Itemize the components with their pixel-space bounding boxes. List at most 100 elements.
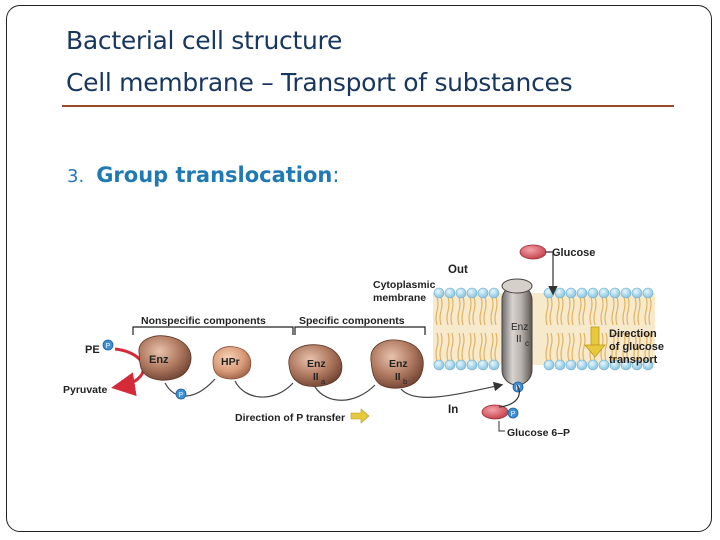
lipid-head (598, 359, 610, 371)
lipid-tail (560, 332, 564, 362)
lipid-head (543, 359, 555, 371)
direction-glucose-line1: Direction (609, 328, 657, 340)
lipid-tail (439, 332, 443, 362)
glucose-direction-arrow (584, 326, 606, 358)
lipid-tail (604, 332, 608, 362)
release-arrow (498, 384, 520, 408)
cytoplasmic-label: Cytoplasmic (373, 279, 436, 291)
lipid-tail (578, 296, 582, 326)
lipid-head (466, 287, 478, 299)
lipid-head (466, 359, 478, 371)
nonspecific-label: Nonspecific components (141, 315, 266, 327)
lipid-tail (637, 332, 641, 362)
enzyme-iia: Enz II a (288, 344, 343, 387)
enz-iia-label: Enz (307, 358, 326, 370)
cell-membrane (433, 287, 655, 371)
glucose-6-phosphate: P (481, 404, 519, 420)
lipid-tail (472, 332, 476, 362)
lipid-tail (450, 296, 454, 326)
lipid-tail (450, 332, 454, 362)
out-label: Out (448, 264, 468, 276)
lipid-head (565, 287, 577, 299)
lipid-tail (457, 296, 461, 326)
pe-phosphate: P (102, 339, 114, 351)
lipid-head (587, 359, 599, 371)
lipid-tail (571, 332, 575, 362)
lipid-tail (622, 332, 626, 362)
lipid-tail (615, 296, 619, 326)
direction-glucose-line2: of glucose (609, 341, 664, 353)
bullet-colon: : (332, 163, 340, 187)
lipid-tail (494, 296, 498, 326)
enzyme-i: Enz (138, 335, 192, 381)
enz-iic-label: Enz (511, 322, 528, 333)
lipid-head (477, 287, 489, 299)
lipid-tail (435, 296, 439, 326)
lipid-head (620, 359, 632, 371)
lipid-head (554, 359, 566, 371)
lipid-tail (446, 296, 450, 326)
pe-label: PE (85, 344, 100, 356)
lipid-head (587, 287, 599, 299)
lipid-tail (648, 332, 652, 362)
lipid-tail (593, 296, 597, 326)
phosphate-symbol: P (179, 392, 184, 399)
lipid-tail (461, 332, 465, 362)
lipid-tail (439, 296, 443, 326)
membrane-label: membrane (373, 292, 426, 304)
lipid-tail (549, 332, 553, 362)
lipid-head (433, 287, 445, 299)
membrane-heads-outer (433, 287, 654, 299)
slide-frame (6, 5, 712, 532)
hpr-protein: HPr (212, 346, 252, 380)
lipid-tail (578, 332, 582, 362)
lipid-tail (637, 296, 641, 326)
lipid-tail (494, 332, 498, 362)
lipid-tail (615, 332, 619, 362)
phosphate-transfer-arcs (164, 378, 504, 401)
glucose6p-label: Glucose 6–P (507, 427, 570, 439)
membrane-lipid-tails (435, 296, 652, 362)
lipid-head (576, 287, 588, 299)
glucose-molecule-outside (519, 244, 547, 260)
lipid-tail (479, 332, 483, 362)
lipid-head (444, 287, 456, 299)
enz-iic-subscript: c (525, 339, 529, 348)
phosphate-symbol: P (511, 411, 516, 418)
lipid-tail (490, 332, 494, 362)
lipid-head (642, 287, 654, 299)
lipid-tail (589, 296, 593, 326)
lipid-head (631, 359, 643, 371)
lipid-tail (622, 296, 626, 326)
lipid-tail (611, 296, 615, 326)
specific-label: Specific components (299, 315, 405, 327)
lipid-tail (626, 332, 630, 362)
component-brackets (132, 326, 426, 335)
lipid-tail (457, 332, 461, 362)
glucose-label: Glucose (552, 247, 595, 259)
lipid-head (576, 359, 588, 371)
enz-iic-sub: II (516, 334, 522, 345)
lipid-tail (626, 296, 630, 326)
lipid-tail (644, 296, 648, 326)
transfer-phosphate-1: P (175, 388, 187, 400)
lipid-tail (567, 296, 571, 326)
enzyme-iib: Enz II b (370, 339, 424, 389)
lipid-tail (567, 332, 571, 362)
in-label: In (448, 404, 458, 416)
lipid-head (642, 359, 654, 371)
bullet-text: Group translocation (96, 163, 333, 187)
lipid-tail (648, 296, 652, 326)
direction-p-label: Direction of P transfer (235, 412, 345, 424)
lipid-head (609, 359, 621, 371)
phosphate-symbol: P (516, 385, 521, 392)
lipid-tail (582, 332, 586, 362)
lipid-head (477, 359, 489, 371)
lipid-tail (483, 296, 487, 326)
lipid-tail (479, 296, 483, 326)
lipid-tail (633, 296, 637, 326)
pyruvate-label: Pyruvate (63, 384, 108, 396)
title-divider (62, 105, 674, 107)
lipid-tail (600, 296, 604, 326)
hpr-label: HPr (221, 356, 240, 368)
